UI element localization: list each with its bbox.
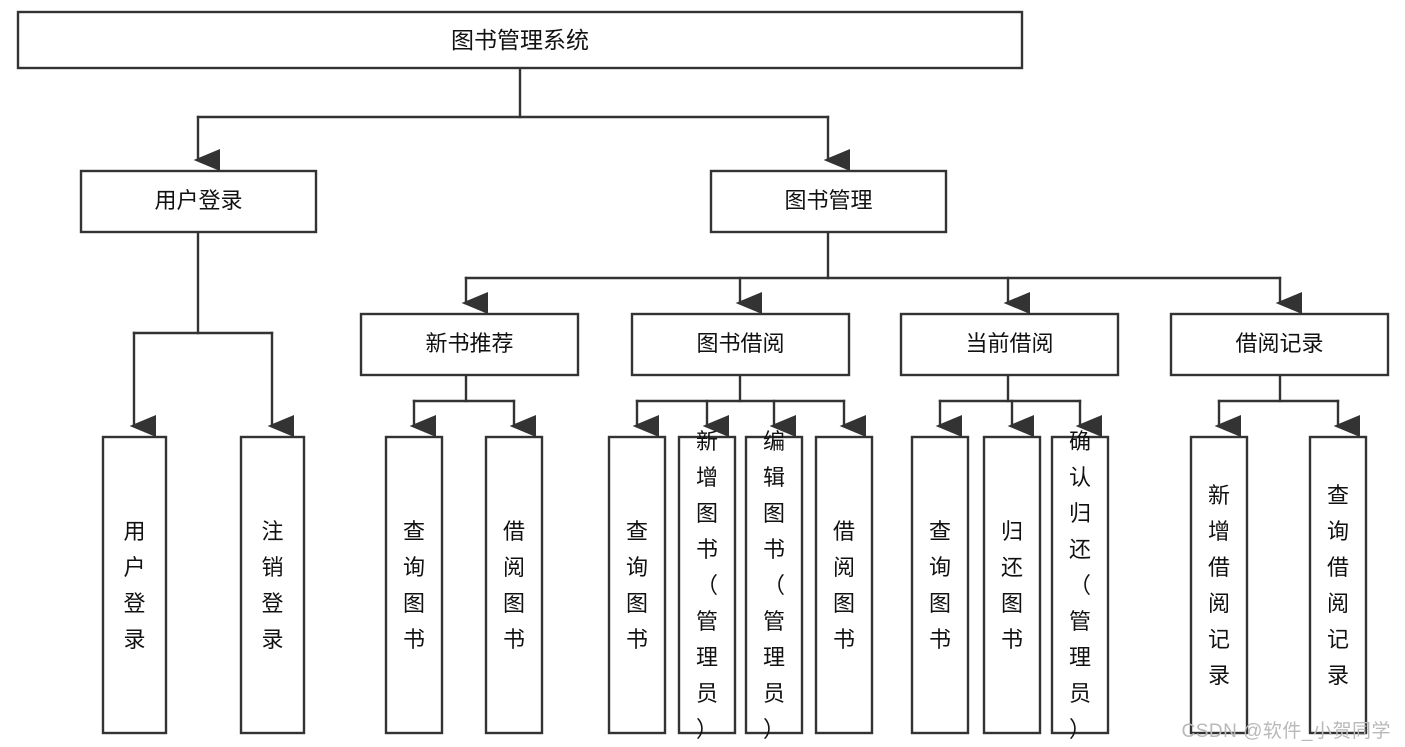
leaf-node[interactable]: 编辑图书（管理员） [744, 429, 804, 742]
leaf-node-box [814, 435, 874, 735]
node-borrow-record-label: 借阅记录 [1235, 331, 1323, 356]
leaf-node-box [1189, 435, 1249, 735]
leaf-node-box [910, 435, 970, 735]
leaf-node-box [744, 435, 804, 735]
leaf-node-label: 归还图书 [1001, 519, 1023, 652]
node-book-borrow-label: 图书借阅 [696, 331, 784, 356]
leaf-node-box [484, 435, 544, 735]
node-book-management[interactable]: 图书管理 [709, 169, 948, 234]
leaf-node[interactable]: 查询图书 [910, 435, 970, 735]
leaf-node[interactable]: 借阅图书 [484, 435, 544, 735]
leaf-node[interactable]: 新增借阅记录 [1189, 435, 1249, 735]
node-user-login-box [79, 169, 318, 234]
leaf-node-box [239, 435, 306, 735]
node-new-book-recommend-box [359, 312, 580, 377]
leaf-node-label: 查询图书 [626, 519, 648, 652]
leaf-node-box [1050, 435, 1110, 735]
leaf-node[interactable]: 查询图书 [607, 435, 667, 735]
leaf-node-layer: 用户登录 注销登录 查询图书 借阅图书 查询图书 新增图书（管理员） 编辑图书（管理员） 借阅… [101, 429, 1368, 742]
leaf-node-label: 用户登录 [123, 519, 145, 652]
leaf-node-label: 查询借阅记录 [1327, 483, 1349, 688]
node-root-book-management-system[interactable]: 图书管理系统 [16, 10, 1024, 70]
leaf-node[interactable]: 查询图书 [384, 435, 444, 735]
leaf-node-box [982, 435, 1042, 735]
node-book-management-box [709, 169, 948, 234]
leaf-node[interactable]: 归还图书 [982, 435, 1042, 735]
connector-group [129, 66, 1360, 437]
leaf-node-label: 注销登录 [261, 519, 283, 652]
node-book-management-label: 图书管理 [784, 188, 872, 213]
leaf-node-box [384, 435, 444, 735]
leaf-node[interactable]: 用户登录 [101, 435, 168, 735]
node-new-book-recommend[interactable]: 新书推荐 [359, 312, 580, 377]
leaf-node-label: 新增借阅记录 [1208, 483, 1230, 688]
watermark-text: CSDN @软件_小贺同学 [1181, 721, 1391, 742]
leaf-node[interactable]: 借阅图书 [814, 435, 874, 735]
node-user-login[interactable]: 用户登录 [79, 169, 318, 234]
node-borrow-record[interactable]: 借阅记录 [1169, 312, 1390, 377]
leaf-node[interactable]: 注销登录 [239, 435, 306, 735]
node-borrow-record-box [1169, 312, 1390, 377]
leaf-node[interactable]: 查询借阅记录 [1308, 435, 1368, 735]
node-current-borrow[interactable]: 当前借阅 [899, 312, 1120, 377]
node-root-box [16, 10, 1024, 70]
node-book-borrow[interactable]: 图书借阅 [630, 312, 851, 377]
leaf-node-label: 新增图书（管理员） [696, 429, 718, 742]
leaf-node-label: 借阅图书 [503, 519, 525, 652]
leaf-node-box [677, 435, 737, 735]
node-user-login-label: 用户登录 [154, 188, 242, 213]
leaf-node[interactable]: 新增图书（管理员） [677, 429, 737, 742]
node-new-book-recommend-label: 新书推荐 [425, 331, 513, 356]
leaf-node-label: 编辑图书（管理员） [763, 429, 785, 742]
leaf-node-label: 查询图书 [929, 519, 951, 652]
node-book-borrow-box [630, 312, 851, 377]
leaf-node-box [1308, 435, 1368, 735]
node-current-borrow-label: 当前借阅 [965, 331, 1053, 356]
leaf-node[interactable]: 确认归还（管理员） [1050, 429, 1110, 742]
node-current-borrow-box [899, 312, 1120, 377]
leaf-node-label: 借阅图书 [833, 519, 855, 652]
leaf-node-label: 查询图书 [403, 519, 425, 652]
leaf-node-label: 确认归还（管理员） [1069, 429, 1091, 742]
leaf-node-box [101, 435, 168, 735]
node-root-label: 图书管理系统 [451, 27, 589, 53]
leaf-node-box [607, 435, 667, 735]
